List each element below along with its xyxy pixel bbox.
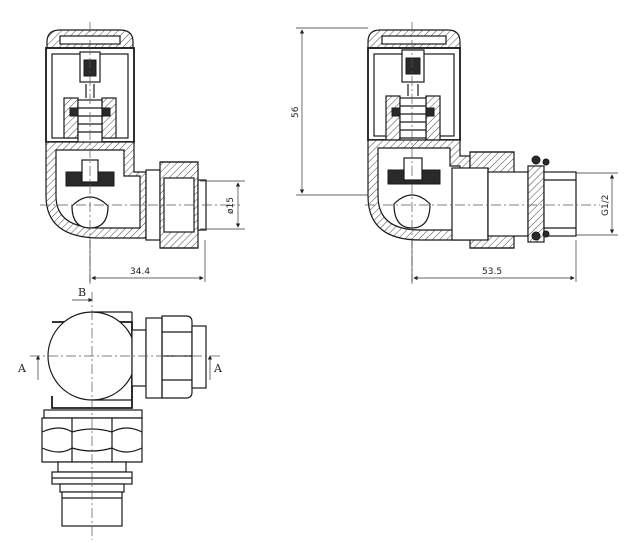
- dimension-label-g1-2: G1/2: [601, 195, 611, 216]
- section-view-right: [365, 22, 600, 285]
- dimension-label-53-5: 53.5: [482, 267, 502, 277]
- section-label-a-left: A: [17, 362, 27, 375]
- dimension-53-5: 53.5: [411, 240, 577, 282]
- dimension-label-56: 56: [291, 106, 301, 118]
- elevation-view: [30, 292, 220, 540]
- dimension-34-4: 34.4: [89, 240, 206, 282]
- section-marker-a-left: A: [17, 355, 41, 380]
- dimension-label-diameter-15: ø15: [226, 197, 236, 214]
- dimension-label-34-4: 34.4: [130, 267, 150, 277]
- section-label-a-right: A: [213, 362, 223, 375]
- dimension-diameter-15: ø15: [200, 180, 245, 230]
- section-marker-b-top: B: [72, 286, 93, 303]
- dimension-56: 56: [291, 27, 368, 196]
- section-view-left: [40, 22, 240, 285]
- section-label-b-top: B: [78, 286, 86, 299]
- section-marker-a-right: A: [207, 355, 223, 380]
- dimension-thread-g1-2: G1/2: [576, 172, 618, 236]
